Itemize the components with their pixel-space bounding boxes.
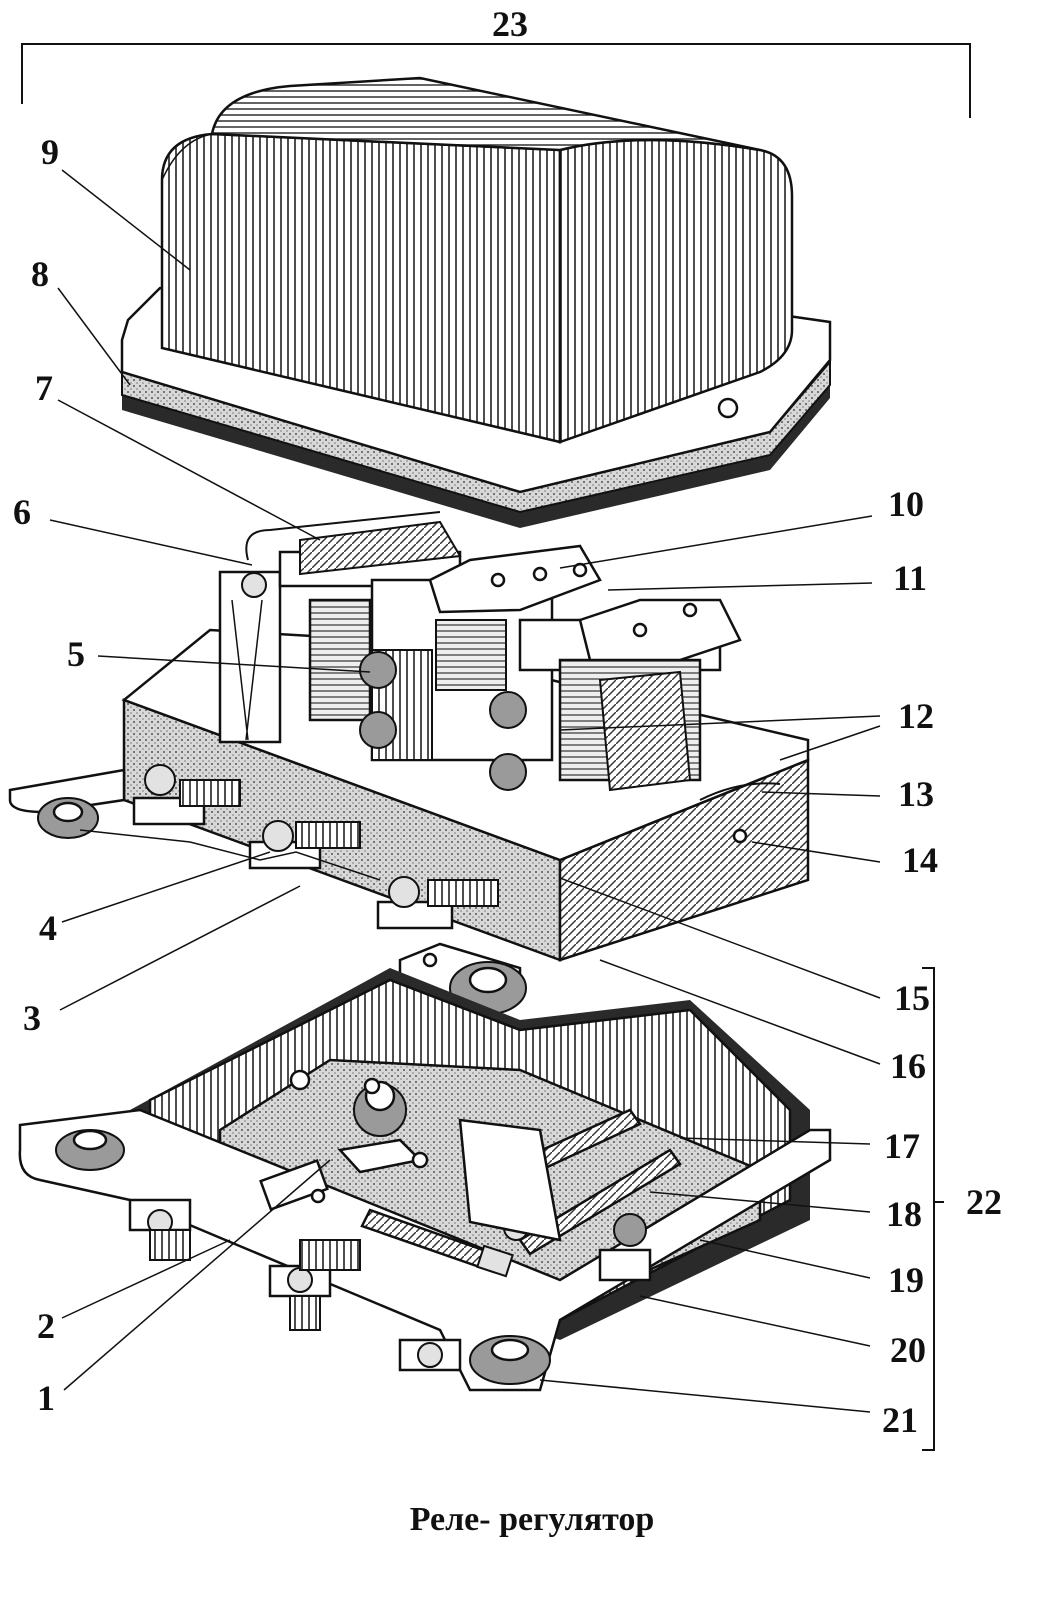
callout-2: 2 [37, 1306, 55, 1346]
callout-15: 15 [894, 978, 930, 1018]
callout-6: 6 [13, 492, 31, 532]
callout-8: 8 [31, 254, 49, 294]
callout-4: 4 [39, 908, 57, 948]
callout-10: 10 [888, 484, 924, 524]
callout-11: 11 [893, 558, 927, 598]
callout-12: 12 [898, 696, 934, 736]
cover-assembly [120, 76, 832, 528]
callout-16: 16 [890, 1046, 926, 1086]
leader-lines [49, 169, 881, 1413]
callout-19: 19 [888, 1260, 924, 1300]
callout-3: 3 [23, 998, 41, 1038]
callout-14: 14 [902, 840, 938, 880]
base-tray [18, 968, 832, 1392]
callout-labels: 23 9 8 7 6 5 4 3 2 1 10 11 12 13 14 15 1… [13, 4, 1002, 1440]
figure-caption: Реле- регулятор [410, 1501, 655, 1538]
callout-17: 17 [884, 1126, 920, 1166]
callout-22: 22 [966, 1182, 1002, 1222]
callout-9: 9 [41, 132, 59, 172]
callout-7: 7 [35, 368, 53, 408]
callout-5: 5 [67, 634, 85, 674]
callout-21: 21 [882, 1400, 918, 1440]
bracket-22 [922, 967, 944, 1451]
relay-mechanism [8, 511, 810, 1015]
callout-23: 23 [492, 4, 528, 44]
callout-13: 13 [898, 774, 934, 814]
callout-18: 18 [886, 1194, 922, 1234]
callout-1: 1 [37, 1378, 55, 1418]
bracket-23 [21, 43, 971, 118]
callout-20: 20 [890, 1330, 926, 1370]
